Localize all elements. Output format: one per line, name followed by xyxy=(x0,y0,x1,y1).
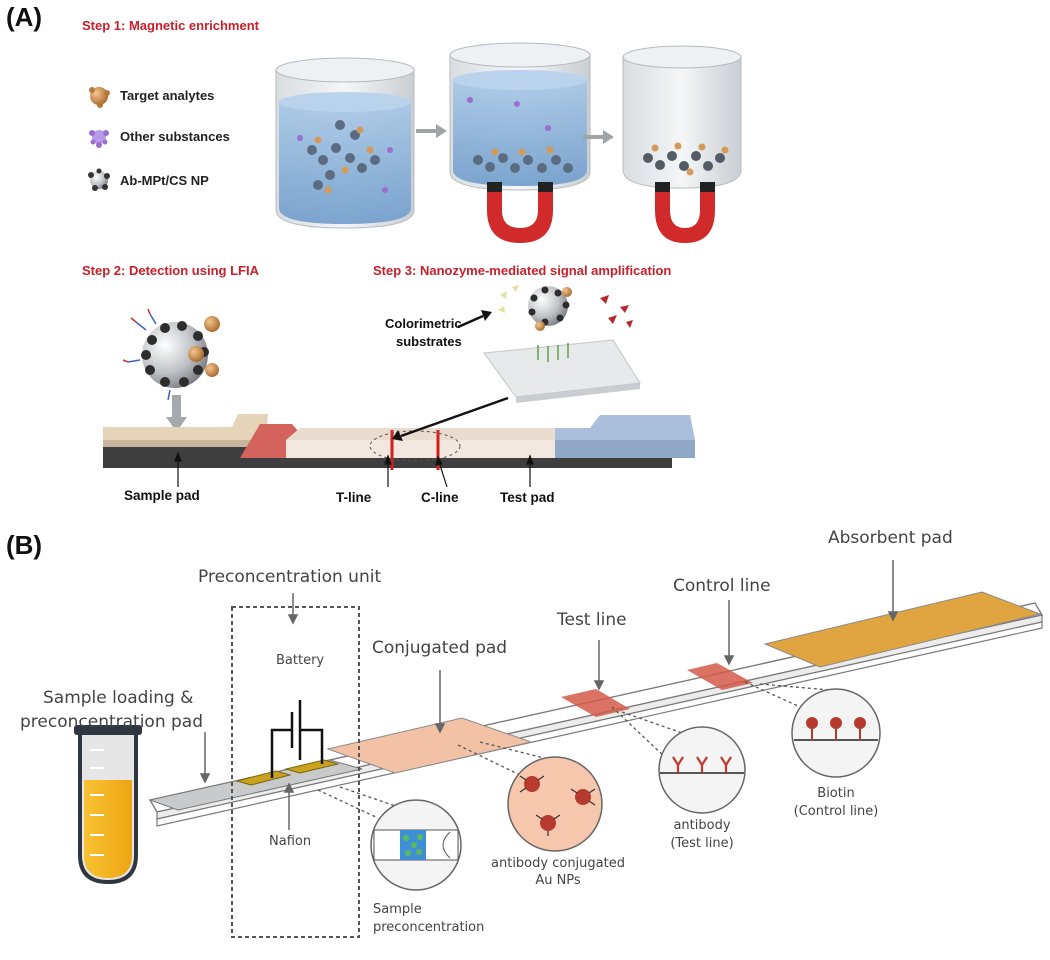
zoom-control-line xyxy=(791,688,881,778)
battery-label: Battery xyxy=(276,653,325,668)
antibody-conjugated-line2: Au NPs xyxy=(535,873,581,888)
beaker-magnet-2 xyxy=(622,45,742,243)
sample-tube xyxy=(74,725,142,885)
colorimetric-label-line1: Colorimetric xyxy=(385,316,462,331)
preconcentration-unit-label: Preconcentration unit xyxy=(198,567,382,587)
process-arrow-1 xyxy=(416,124,447,138)
t-line-label: T-line xyxy=(336,490,372,505)
nanoparticle-icon xyxy=(88,168,110,191)
sample-loading-label-line1: Sample loading & xyxy=(43,688,194,708)
legend-other-substances: Other substances xyxy=(120,129,230,144)
sample-preconcentration-line1: Sample xyxy=(373,902,422,917)
nanozyme-particle xyxy=(528,286,572,331)
conjugated-pad-label: Conjugated pad xyxy=(372,638,508,658)
biotin-line1: Biotin xyxy=(817,786,855,801)
panel-b-label: (B) xyxy=(6,530,43,560)
colorimetric-arrow xyxy=(457,310,492,329)
panel-a-label: (A) xyxy=(6,2,43,32)
lfia-strip xyxy=(103,414,695,470)
other-substance-icon xyxy=(89,130,109,148)
zoom-sample-preconcentration xyxy=(370,799,462,891)
sample-preconcentration-line2: preconcentration xyxy=(373,920,485,935)
antibody-test-line1: antibody xyxy=(673,818,731,833)
absorbent-pad-label: Absorbent pad xyxy=(828,528,953,548)
beaker-mixing xyxy=(275,57,415,229)
step2-title: Step 2: Detection using LFIA xyxy=(82,263,259,278)
battery-circuit xyxy=(270,700,324,778)
control-line-label: Control line xyxy=(673,576,771,596)
sample-pad-label: Sample pad xyxy=(124,488,200,503)
legend-nanoparticle: Ab-MPt/CS NP xyxy=(120,173,209,188)
beaker-magnet-1 xyxy=(449,42,591,243)
panel-b-arrows xyxy=(199,560,899,830)
preconcentration-box xyxy=(231,606,360,938)
zoom-test-line xyxy=(658,726,746,814)
biotin-line2: (Control line) xyxy=(793,804,879,819)
step3-title: Step 3: Nanozyme-mediated signal amplifi… xyxy=(373,263,672,278)
test-line-label: Test line xyxy=(557,610,627,630)
nafion-label: Nafion xyxy=(269,834,312,849)
process-arrow-2 xyxy=(583,130,614,144)
downward-arrow xyxy=(166,395,187,432)
legend-target-analytes: Target analytes xyxy=(120,88,215,103)
antibody-test-line2: (Test line) xyxy=(670,836,734,851)
colorimetric-label-line2: substrates xyxy=(396,334,462,349)
reaction-plate xyxy=(483,339,641,403)
c-line-label: C-line xyxy=(421,490,459,505)
sample-loading-label-line2: preconcentration pad xyxy=(20,712,204,732)
nanoparticle-complex xyxy=(122,308,220,401)
test-pad-label: Test pad xyxy=(500,490,555,505)
substrate-triangles xyxy=(498,285,633,328)
lateral-flow-strip xyxy=(148,591,1044,827)
target-analyte-icon xyxy=(89,87,110,108)
step1-title: Step 1: Magnetic enrichment xyxy=(82,18,259,33)
antibody-conjugated-line1: antibody conjugated xyxy=(491,856,625,871)
strip-pointers xyxy=(174,451,534,488)
strip-callout-arrow xyxy=(392,396,509,441)
zoom-antibody-conjugated xyxy=(507,756,603,852)
